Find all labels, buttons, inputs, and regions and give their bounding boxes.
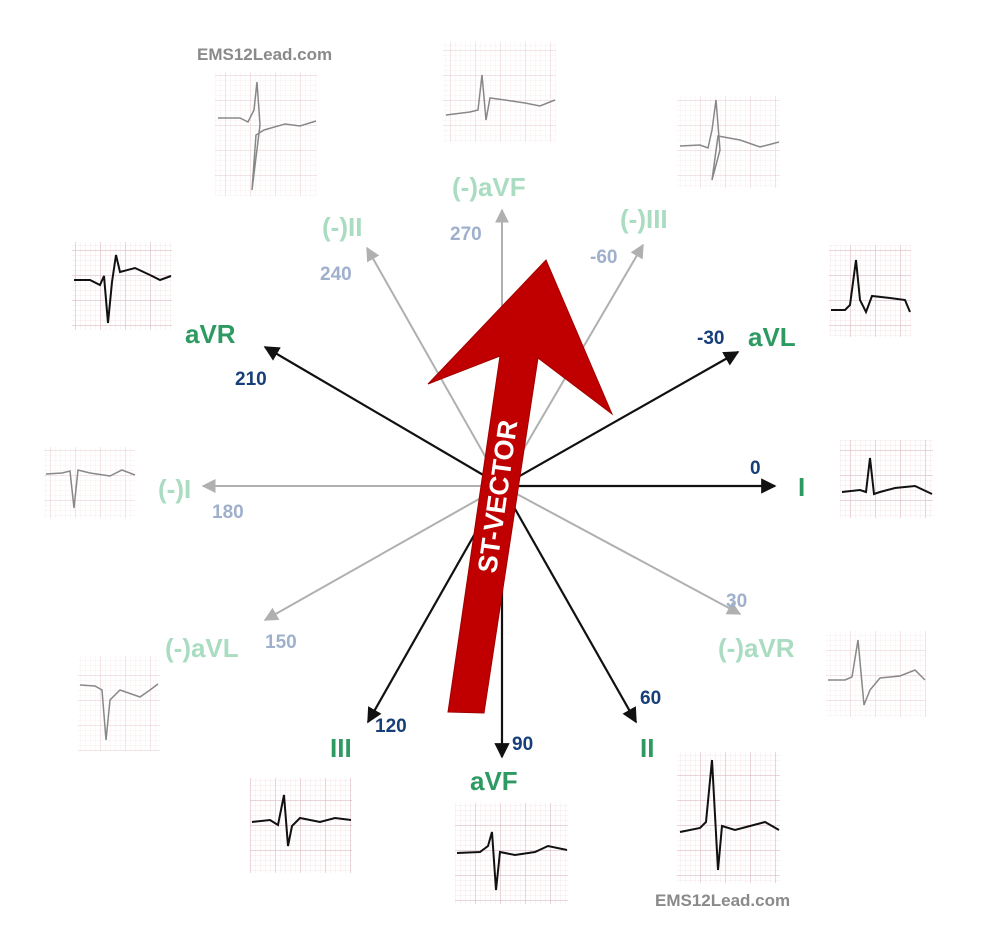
axis-arrow-avr [263, 346, 503, 487]
lead-label-avr: aVR [185, 319, 236, 349]
lead-labels: I0aVL-30(-)III-60(-)aVF270(-)II240aVR210… [158, 172, 805, 796]
angle-label-neg-iii: -60 [590, 247, 617, 268]
ecg-thumb-neg-avl [78, 656, 160, 751]
ecg-thumb-neg-avf [443, 42, 556, 142]
lead-label-avf: aVF [470, 766, 518, 796]
angle-label-avl: -30 [697, 328, 724, 349]
ecg-thumb-neg-i [44, 447, 136, 518]
ecg-thumb-avf [455, 803, 568, 904]
lead-label-neg-avf: (-)aVF [452, 172, 526, 202]
ecg-thumb-ii [677, 752, 780, 883]
ecg-thumb-neg-avr [826, 631, 926, 717]
lead-label-neg-iii: (-)III [620, 204, 668, 234]
axis-arrow-neg-ii [366, 246, 503, 487]
lead-label-neg-avr: (-)aVR [718, 633, 795, 663]
ecg-thumb-iii [250, 778, 352, 873]
angle-label-neg-avl: 150 [265, 632, 297, 653]
watermark-bottom: EMS12Lead.com [655, 891, 790, 910]
watermark-top: EMS12Lead.com [197, 45, 332, 64]
ecg-thumb-neg-ii [215, 72, 317, 196]
angle-label-neg-i: 180 [212, 502, 244, 523]
axis-arrow-neg-avl [263, 485, 503, 621]
lead-label-ii: II [640, 733, 654, 763]
angle-label-neg-avr: 30 [726, 591, 747, 612]
angle-label-ii: 60 [640, 688, 661, 709]
angle-label-iii: 120 [375, 716, 407, 737]
ecg-thumb-avr [72, 242, 172, 330]
lead-label-neg-avl: (-)aVL [165, 633, 239, 663]
lead-label-avl: aVL [748, 322, 796, 352]
ecg-thumb-avl [829, 245, 911, 337]
lead-label-neg-ii: (-)II [322, 212, 362, 242]
ecg-thumb-i [840, 440, 933, 518]
angle-label-neg-avf: 270 [450, 224, 482, 245]
axis-arrow-neg-avr [501, 485, 742, 615]
axis-arrow-ii [501, 485, 637, 724]
ecg-thumb-neg-iii [677, 96, 780, 188]
axis-arrow-avl [501, 351, 740, 487]
lead-label-iii: III [330, 733, 352, 763]
angle-label-avf: 90 [512, 734, 533, 755]
angle-label-i: 0 [750, 458, 761, 479]
angle-label-neg-ii: 240 [320, 264, 352, 285]
angle-label-avr: 210 [235, 369, 267, 390]
lead-label-i: I [798, 472, 805, 502]
lead-label-neg-i: (-)I [158, 474, 191, 504]
